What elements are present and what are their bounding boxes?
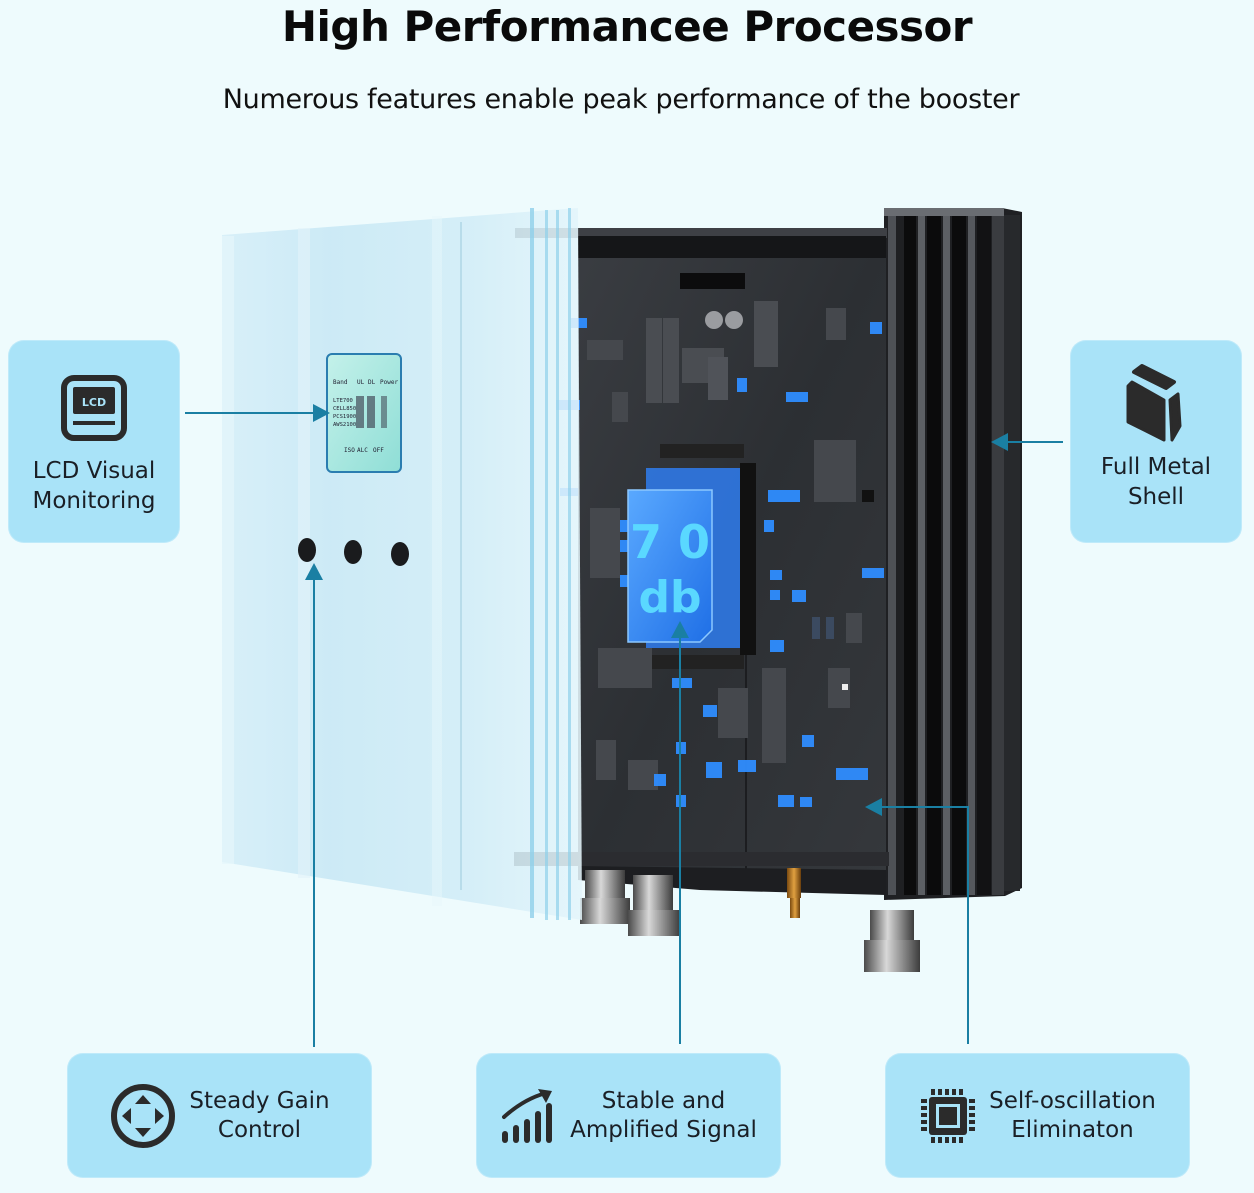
rf-connectors [514, 852, 920, 972]
page-title: High Performancee Processor [281, 2, 973, 51]
callout-line-lcd [185, 412, 315, 414]
lcd-header-band: Band [333, 379, 348, 386]
lcd-screen: Band UL DL Power LTE700 CELL850 PCS1900 … [326, 353, 402, 473]
lcd-footer-alc: ALC [357, 447, 368, 454]
callout-arrow-oscillation [865, 798, 882, 816]
panel-button-2 [344, 540, 362, 564]
callout-line-gain [313, 578, 315, 1047]
chip-unit-text: db [639, 572, 702, 623]
callout-line-signal [679, 636, 681, 1044]
panel-button-3 [391, 542, 409, 566]
panel-button-1 [298, 538, 316, 562]
signal-growth-icon [502, 1088, 553, 1143]
front-panel: Band UL DL Power LTE700 CELL850 PCS1900 … [222, 208, 582, 920]
metal-block-icon [1126, 364, 1182, 442]
lcd-row: AWS2100 [333, 422, 356, 428]
feature-label-gain: Steady Gain Control [189, 1087, 330, 1143]
feature-label-oscillation: Self-oscillation Eliminaton [989, 1087, 1156, 1143]
callout-arrow-gain [305, 563, 323, 580]
circuit-board: 7 0 db [515, 228, 887, 880]
processor-chip: 7 0 db [627, 468, 740, 648]
lcd-row: PCS1900 [333, 414, 356, 420]
lcd-footer-off: OFF [373, 447, 384, 454]
callout-arrow-signal [671, 621, 689, 638]
svg-text:LTE700 CELL850: LTE700 CELL850 PCS1900 AWS2100 [333, 398, 360, 428]
lcd-header-dl: DL [368, 379, 376, 386]
directional-pad-icon [111, 1083, 176, 1148]
feature-card-gain: Steady Gain Control [67, 1053, 372, 1178]
heatsink [884, 208, 1022, 900]
lcd-header-ul: UL [357, 379, 365, 386]
callout-line-oscillation-vertical [967, 806, 969, 1044]
feature-label-lcd: LCD Visual Monitoring [32, 458, 156, 514]
callout-arrow-shell [991, 433, 1008, 451]
feature-card-signal: Stable and Amplified Signal [476, 1053, 781, 1178]
feature-label-shell: Full Metal Shell [1100, 454, 1212, 510]
callout-line-shell [1006, 441, 1063, 443]
lcd-monitor-icon: LCD [61, 375, 127, 441]
lcd-row: LTE700 [333, 398, 353, 404]
lcd-header-power: Power [380, 379, 398, 386]
feature-label-signal: Stable and Amplified Signal [570, 1087, 757, 1143]
svg-text:LCD: LCD [82, 396, 106, 409]
feature-card-lcd: LCD LCD Visual Monitoring [8, 340, 180, 543]
page-subtitle: Numerous features enable peak performanc… [222, 84, 1020, 115]
chip-icon [921, 1088, 976, 1143]
svg-text:ISO ALC OFF: ISO ALC OFF [344, 447, 384, 454]
feature-card-shell: Full Metal Shell [1070, 340, 1242, 543]
feature-card-oscillation: Self-oscillation Eliminaton [885, 1053, 1190, 1178]
lcd-row: CELL850 [333, 406, 356, 412]
chip-value-text: 7 0 [630, 515, 710, 569]
callout-arrow-lcd [313, 404, 330, 422]
lcd-footer-iso: ISO [344, 447, 355, 454]
svg-text:Band UL DL: Band UL DL Power [333, 379, 398, 386]
callout-line-oscillation-horizontal [880, 806, 969, 808]
